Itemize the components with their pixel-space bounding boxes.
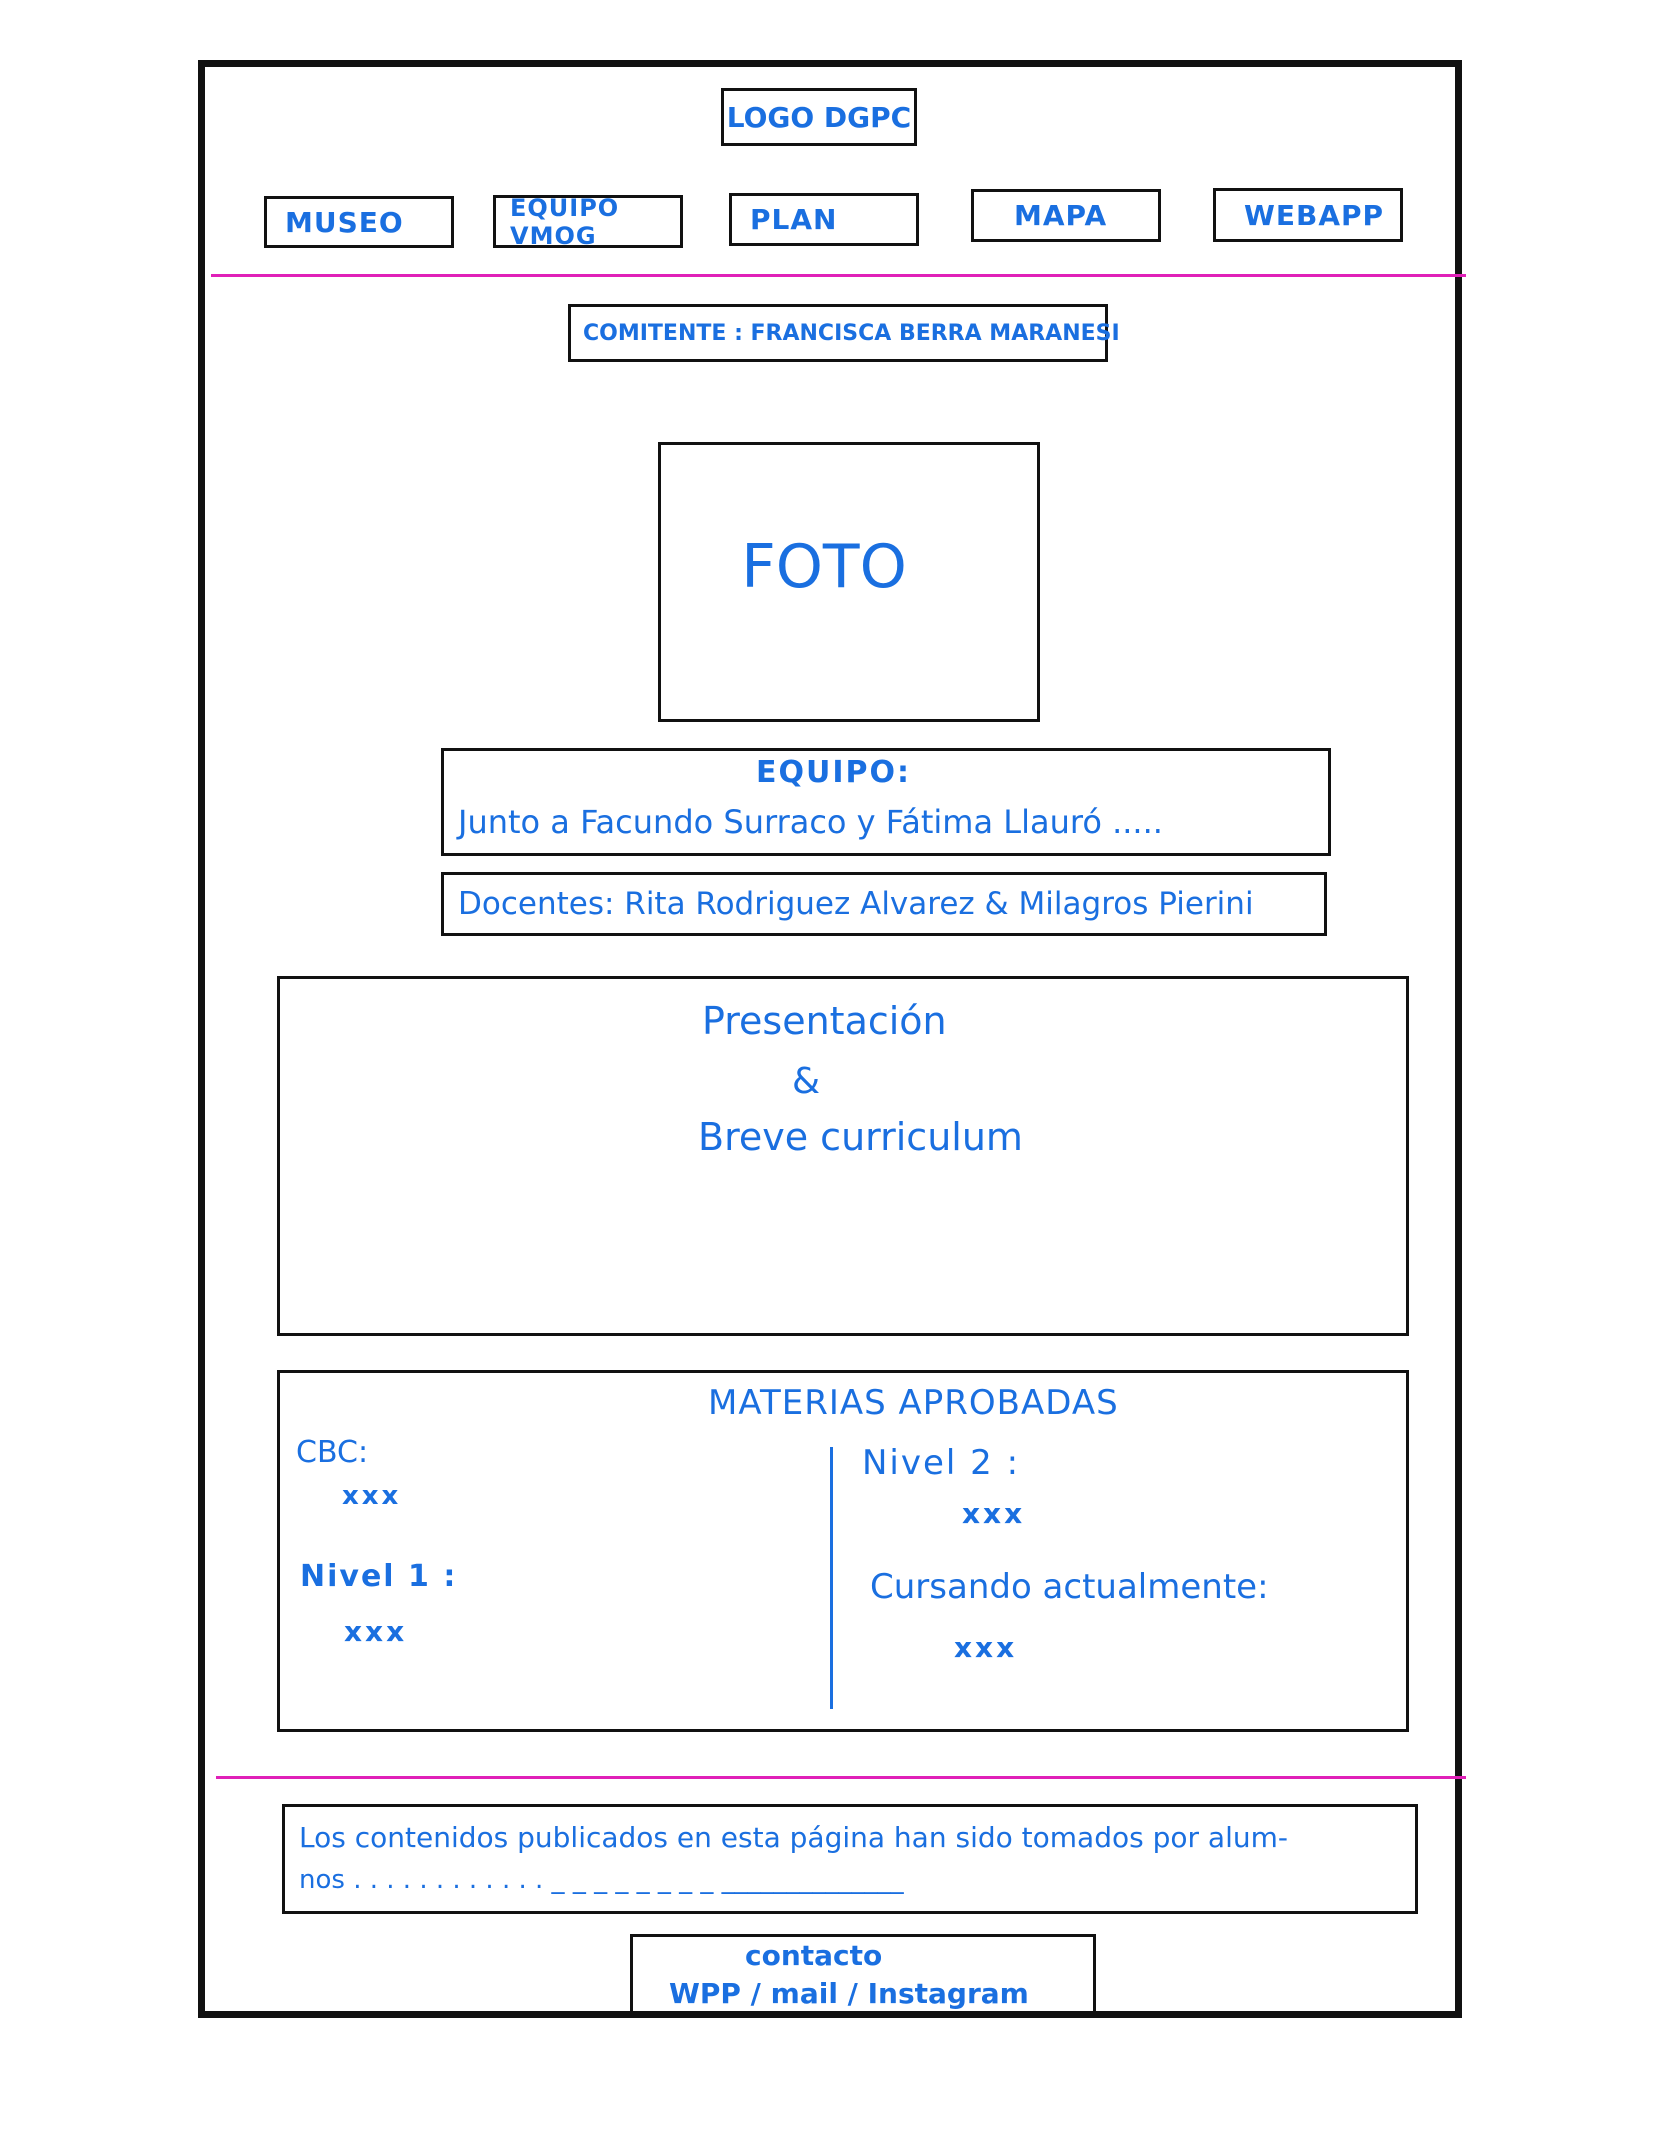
cbc-label: CBC:	[296, 1435, 369, 1470]
presentation-line-2: &	[792, 1061, 821, 1102]
contact-title: contacto	[745, 1939, 883, 1972]
nivel-1-value: xxx	[344, 1615, 408, 1648]
nav-museo[interactable]: MUSEO	[264, 196, 454, 248]
team-text: Junto a Facundo Surraco y Fátima Llauró …	[458, 803, 1163, 841]
cbc-value: xxx	[342, 1481, 402, 1511]
footer-divider	[216, 1776, 1466, 1779]
logo[interactable]: LOGO DGPC	[721, 88, 917, 146]
presentation-box: Presentación & Breve curriculum	[277, 976, 1409, 1336]
cursando-label: Cursando actualmente:	[870, 1567, 1269, 1607]
nav-plan[interactable]: PLAN	[729, 193, 919, 246]
nav-webapp[interactable]: WEBAPP	[1213, 188, 1403, 242]
logo-label: LOGO DGPC	[726, 100, 912, 134]
nav-mapa[interactable]: MAPA	[971, 189, 1161, 242]
presentation-line-1: Presentación	[702, 999, 947, 1043]
disclaimer-line-1: Los contenidos publicados en esta página…	[299, 1821, 1288, 1854]
contact-box[interactable]: contacto WPP / mail / Instagram	[630, 1934, 1096, 2016]
team-title: EQUIPO:	[756, 755, 912, 790]
nav-museo-label: MUSEO	[285, 205, 404, 239]
disclaimer-line-2: nos . . . . . . . . . . . . _ _ _ _ _ _ …	[299, 1865, 904, 1895]
team-box: EQUIPO: Junto a Facundo Surraco y Fátima…	[441, 748, 1331, 856]
materias-title: MATERIAS APROBADAS	[708, 1383, 1119, 1423]
comitente-label: COMITENTE : FRANCISCA BERRA MARANESI	[583, 320, 1120, 346]
nav-plan-label: PLAN	[750, 203, 838, 236]
docentes-box: Docentes: Rita Rodriguez Alvarez & Milag…	[441, 872, 1327, 936]
photo-placeholder: FOTO	[658, 442, 1040, 722]
presentation-line-3: Breve curriculum	[698, 1115, 1023, 1159]
photo-label: FOTO	[741, 532, 907, 602]
comitente-box: COMITENTE : FRANCISCA BERRA MARANESI	[568, 304, 1120, 362]
nivel-2-label: Nivel 2 :	[862, 1443, 1021, 1483]
nivel-1-label: Nivel 1 :	[300, 1559, 458, 1594]
header-divider	[211, 274, 1466, 277]
cursando-value: xxx	[954, 1631, 1018, 1664]
nav-mapa-label: MAPA	[1014, 199, 1108, 232]
materias-box: MATERIAS APROBADAS CBC: xxx Nivel 1 : xx…	[277, 1370, 1409, 1732]
docentes-label: Docentes: Rita Rodriguez Alvarez & Milag…	[458, 886, 1254, 922]
nav-webapp-label: WEBAPP	[1244, 198, 1385, 232]
column-divider	[830, 1447, 833, 1709]
contact-links[interactable]: WPP / mail / Instagram	[669, 1977, 1029, 2010]
nav-equipo-label: EQUIPO VMOG	[510, 193, 620, 250]
nav-equipo-vmog[interactable]: EQUIPO VMOG	[493, 193, 683, 250]
nivel-2-value: xxx	[962, 1497, 1026, 1530]
disclaimer-box: Los contenidos publicados en esta página…	[282, 1804, 1418, 1914]
